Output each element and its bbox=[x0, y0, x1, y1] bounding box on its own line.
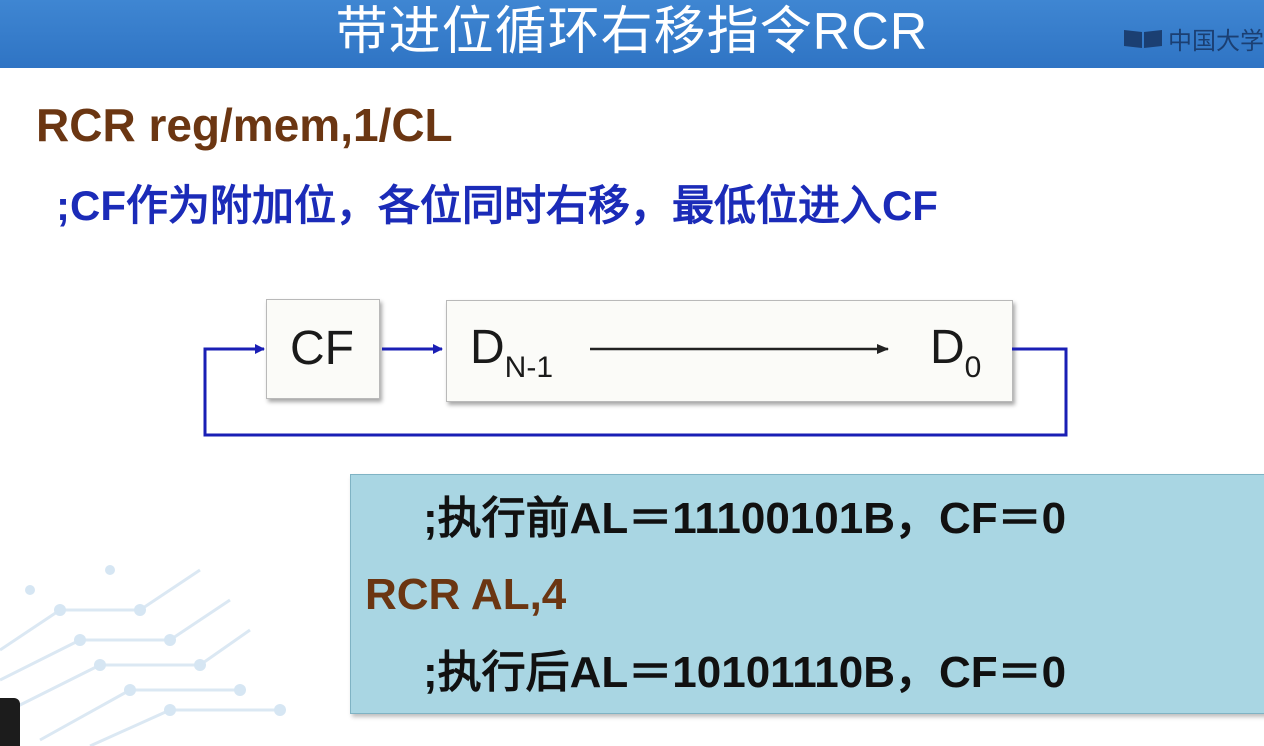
slide-title: 带进位循环右移指令RCR bbox=[335, 3, 929, 61]
example-before-comment: ;执行前AL＝11100101B，CF＝0 bbox=[423, 494, 1067, 543]
carry-flag-box bbox=[266, 299, 380, 399]
carry-flag-label: CF bbox=[290, 322, 354, 375]
logo-text: 中国大学 bbox=[1168, 27, 1264, 55]
book-logo-icon bbox=[1124, 30, 1162, 48]
msb-label: DN-1 bbox=[470, 321, 554, 385]
instruction-description: ;CF作为附加位，各位同时右移，最低位进入CF bbox=[56, 182, 938, 229]
msb-subscript: N-1 bbox=[504, 351, 554, 384]
circuit-background-decoration bbox=[0, 565, 286, 746]
feedback-loop-arrow bbox=[203, 344, 1068, 437]
example-panel: ;执行前AL＝11100101B，CF＝0 RCR AL,4 ;执行后AL＝10… bbox=[350, 474, 1264, 714]
example-instruction: RCR AL,4 bbox=[365, 570, 567, 619]
lsb-subscript: 0 bbox=[964, 351, 982, 384]
lsb-label: D0 bbox=[930, 321, 982, 385]
video-overlay-corner bbox=[0, 698, 20, 746]
register-bits-box bbox=[446, 300, 1013, 402]
mooc-logo: 中国大学 bbox=[1122, 24, 1264, 55]
instruction-syntax: RCR reg/mem,1/CL bbox=[36, 99, 453, 151]
title-bar: 带进位循环右移指令RCR 中国大学 bbox=[0, 0, 1264, 68]
example-after-comment: ;执行后AL＝10101110B，CF＝0 bbox=[423, 648, 1067, 697]
